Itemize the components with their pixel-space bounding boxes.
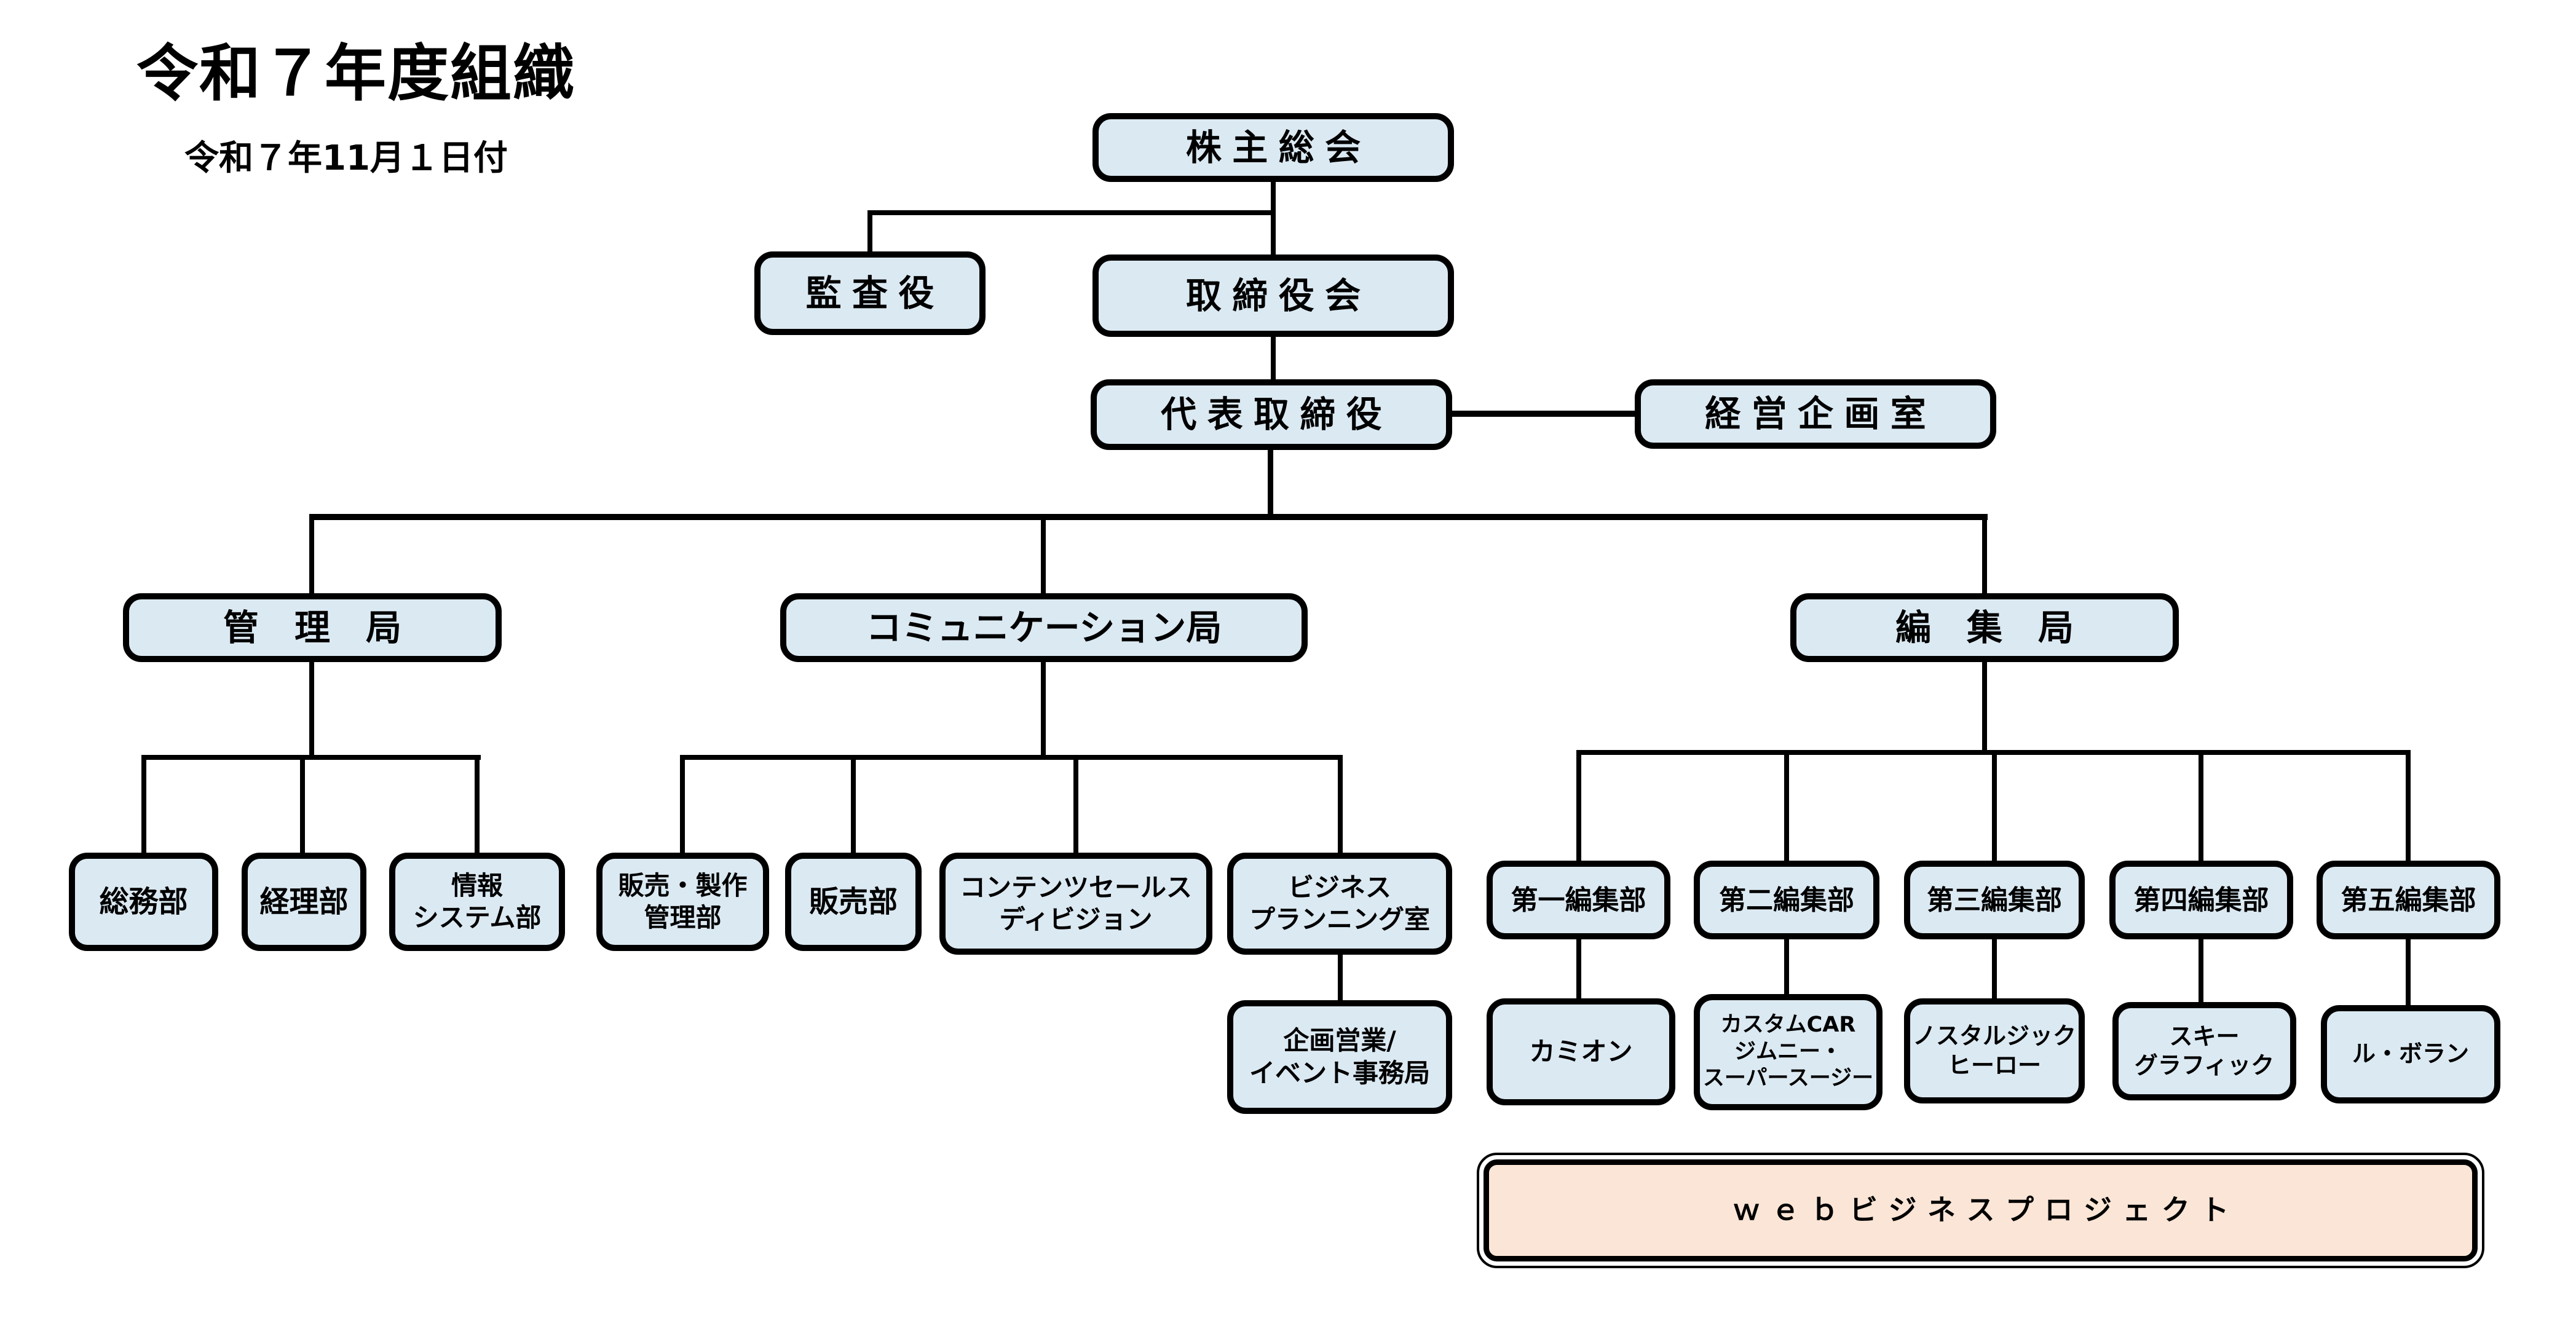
connector bbox=[680, 755, 685, 855]
connector bbox=[141, 755, 481, 760]
connector bbox=[2199, 750, 2203, 863]
node-label: ノスタルジック ヒーロー bbox=[1912, 1022, 2076, 1079]
node-label: 経理部 bbox=[259, 885, 349, 919]
node-sales-production-dept: 販売・製作 管理部 bbox=[596, 853, 769, 951]
node-label: コミュニケーション局 bbox=[866, 606, 1222, 649]
connector bbox=[1784, 937, 1789, 997]
node-magazine-custom-car: カスタムCAR ジムニー・ スーパースージー bbox=[1694, 994, 1883, 1110]
connector bbox=[1982, 660, 1987, 753]
node-label: ル・ボラン bbox=[2352, 1040, 2469, 1068]
connector bbox=[867, 210, 1276, 215]
node-label: ｗｅｂビジネスプロジェクト bbox=[1732, 1193, 2240, 1227]
connector bbox=[1041, 660, 1046, 758]
node-label: 編 集 局 bbox=[1895, 606, 2074, 649]
node-representative-director: 代表取締役 bbox=[1091, 379, 1452, 450]
node-label: コンテンツセールス ディビジョン bbox=[959, 872, 1192, 935]
node-label: 取締役会 bbox=[1185, 274, 1372, 317]
node-magazine-le-volant: ル・ボラン bbox=[2321, 1005, 2500, 1103]
node-label: カミオン bbox=[1529, 1036, 1633, 1067]
connector bbox=[851, 755, 856, 855]
connector bbox=[1271, 334, 1276, 382]
node-label: 第四編集部 bbox=[2133, 884, 2269, 916]
node-communication-bureau: コミュニケーション局 bbox=[780, 593, 1308, 662]
node-web-business-project: ｗｅｂビジネスプロジェクト bbox=[1477, 1153, 2484, 1268]
node-shareholders-meeting: 株主総会 bbox=[1092, 113, 1454, 182]
node-label: 第五編集部 bbox=[2341, 884, 2476, 916]
connector bbox=[141, 755, 146, 855]
node-label: カスタムCAR ジムニー・ スーパースージー bbox=[1702, 1012, 1874, 1091]
node-label: 監査役 bbox=[805, 272, 945, 314]
node-second-editorial-dept: 第二編集部 bbox=[1694, 861, 1879, 939]
node-label: 経営企画室 bbox=[1705, 393, 1937, 435]
node-sales-dept: 販売部 bbox=[785, 853, 922, 951]
connector bbox=[1992, 937, 1997, 1001]
node-accounting-dept: 経理部 bbox=[242, 853, 366, 951]
node-label: スキー グラフィック bbox=[2134, 1022, 2275, 1079]
node-auditor: 監査役 bbox=[754, 251, 986, 335]
connector bbox=[2199, 937, 2203, 1004]
connector bbox=[1982, 514, 1987, 596]
node-first-editorial-dept: 第一編集部 bbox=[1487, 861, 1670, 939]
connector bbox=[309, 660, 314, 758]
connector bbox=[867, 210, 872, 255]
node-fifth-editorial-dept: 第五編集部 bbox=[2317, 861, 2500, 939]
page-title: 令和７年度組織 bbox=[136, 37, 575, 109]
connector bbox=[1271, 181, 1276, 257]
connector bbox=[2406, 750, 2411, 863]
node-board-of-directors: 取締役会 bbox=[1092, 255, 1454, 337]
node-label: 総務部 bbox=[99, 885, 188, 919]
connector bbox=[1576, 937, 1581, 1001]
node-label: 第三編集部 bbox=[1927, 884, 2062, 916]
connector bbox=[2406, 937, 2411, 1008]
connector bbox=[1992, 750, 1997, 863]
node-editorial-bureau: 編 集 局 bbox=[1790, 593, 2179, 662]
node-label: 企画営業/ イベント事務局 bbox=[1249, 1025, 1430, 1088]
node-admin-bureau: 管 理 局 bbox=[123, 593, 502, 662]
node-business-planning-office: ビジネス プランニング室 bbox=[1227, 853, 1452, 955]
connector bbox=[309, 514, 314, 596]
node-info-systems-dept: 情報 システム部 bbox=[389, 853, 565, 951]
connector bbox=[300, 755, 305, 855]
node-magazine-camion: カミオン bbox=[1487, 998, 1675, 1105]
node-magazine-nostalgic-hero: ノスタルジック ヒーロー bbox=[1904, 998, 2085, 1103]
connector bbox=[1041, 514, 1046, 596]
node-label: 管 理 局 bbox=[223, 606, 401, 649]
node-label: 第二編集部 bbox=[1719, 884, 1854, 916]
node-event-office: 企画営業/ イベント事務局 bbox=[1227, 1000, 1452, 1114]
node-management-planning-office: 経営企画室 bbox=[1635, 379, 1996, 449]
node-label: 情報 システム部 bbox=[413, 870, 542, 933]
connector bbox=[680, 755, 1343, 760]
node-label: 販売部 bbox=[808, 885, 898, 919]
node-general-affairs-dept: 総務部 bbox=[69, 853, 218, 951]
node-label: 販売・製作 管理部 bbox=[618, 870, 748, 933]
connector bbox=[1268, 448, 1273, 516]
connector bbox=[1338, 952, 1343, 1003]
connector bbox=[1073, 755, 1078, 855]
node-label: ビジネス プランニング室 bbox=[1249, 872, 1430, 935]
connector bbox=[1338, 755, 1343, 855]
connector bbox=[1576, 750, 1581, 863]
node-fourth-editorial-dept: 第四編集部 bbox=[2109, 861, 2293, 939]
connector bbox=[1450, 411, 1637, 417]
node-content-sales-division: コンテンツセールス ディビジョン bbox=[939, 853, 1212, 955]
page-subtitle: 令和７年11月１日付 bbox=[184, 138, 508, 178]
connector bbox=[475, 755, 480, 855]
connector bbox=[309, 514, 1988, 520]
node-label: 第一編集部 bbox=[1511, 884, 1646, 916]
node-magazine-ski-graphic: スキー グラフィック bbox=[2112, 1002, 2296, 1100]
node-label: 株主総会 bbox=[1185, 126, 1372, 168]
node-label: 代表取締役 bbox=[1161, 393, 1393, 436]
node-third-editorial-dept: 第三編集部 bbox=[1904, 861, 2085, 939]
connector bbox=[1784, 750, 1789, 863]
